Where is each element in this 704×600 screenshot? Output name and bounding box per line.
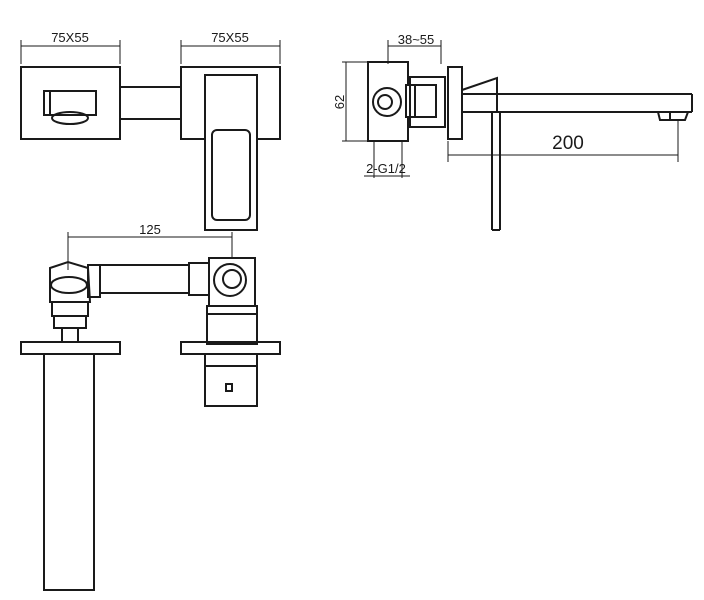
side-lever-top xyxy=(461,76,498,112)
dim-label-right-plate: 75X55 xyxy=(211,30,249,45)
plan-spout xyxy=(43,353,95,591)
side-view: 38~55 62 200 xyxy=(332,32,693,231)
mixer-lever xyxy=(204,74,258,231)
dim-label-spout-length: 200 xyxy=(552,133,584,154)
valve-knob xyxy=(222,269,242,289)
dim-label-thread: 2-G1/2 xyxy=(366,161,406,176)
spout-elbow xyxy=(49,260,92,303)
side-wall-plate xyxy=(447,66,463,140)
spout-aerator xyxy=(51,111,89,125)
dim-wall-depth: 38~55 xyxy=(387,32,442,64)
dim-label-center-distance: 125 xyxy=(139,222,161,237)
flange-ring xyxy=(409,76,446,128)
front-view: 75X55 75X55 xyxy=(20,30,281,231)
mixer-lever-inset xyxy=(211,129,251,221)
dim-label-left-plate: 75X55 xyxy=(51,30,89,45)
spout-tip xyxy=(657,111,689,121)
dim-left-plate: 75X55 xyxy=(20,30,121,64)
dim-right-plate: 75X55 xyxy=(180,30,281,64)
plan-view: 125 xyxy=(20,222,281,591)
spout-wall-plate xyxy=(20,66,121,140)
dim-label-wall-depth: 38~55 xyxy=(398,32,435,47)
dim-center-distance: 125 xyxy=(67,222,233,270)
dim-height: 62 xyxy=(332,61,370,142)
valve-cartridge xyxy=(372,87,402,117)
dim-label-height: 62 xyxy=(332,95,347,109)
valve-sleeve xyxy=(206,305,258,345)
spout-nut xyxy=(51,301,89,317)
plan-lever xyxy=(204,353,258,407)
plan-spout-plate xyxy=(20,341,121,355)
spout-outlet xyxy=(43,90,97,116)
